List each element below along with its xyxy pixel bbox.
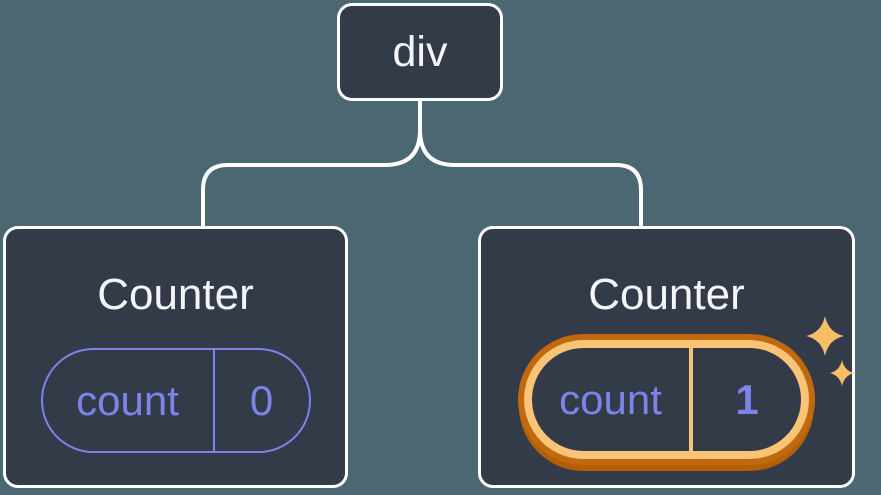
sparkle-icon-small: [830, 360, 854, 386]
root-node-label: div: [392, 27, 448, 76]
sparkle-icon-large: [806, 316, 844, 356]
state-pill: count 0: [40, 348, 311, 453]
tree-node-counter-right: Counter count 1: [478, 226, 855, 488]
pill-divider: [689, 348, 693, 451]
component-title: Counter: [588, 270, 745, 319]
connector-root-to-left-child: [201, 99, 422, 229]
state-value-label: 1: [735, 375, 759, 423]
pill-divider: [212, 350, 215, 451]
component-title: Counter: [97, 270, 254, 319]
state-value-label: 0: [249, 376, 274, 424]
tree-node-root-div: div: [337, 3, 503, 101]
state-key-label: count: [76, 376, 179, 424]
tree-node-counter-left: Counter count 0: [3, 226, 348, 488]
state-pill-highlighted: count 1: [524, 340, 809, 459]
state-key-label: count: [559, 375, 662, 423]
sparkles-icon: [806, 316, 854, 386]
connector-root-to-right-child: [418, 99, 643, 229]
